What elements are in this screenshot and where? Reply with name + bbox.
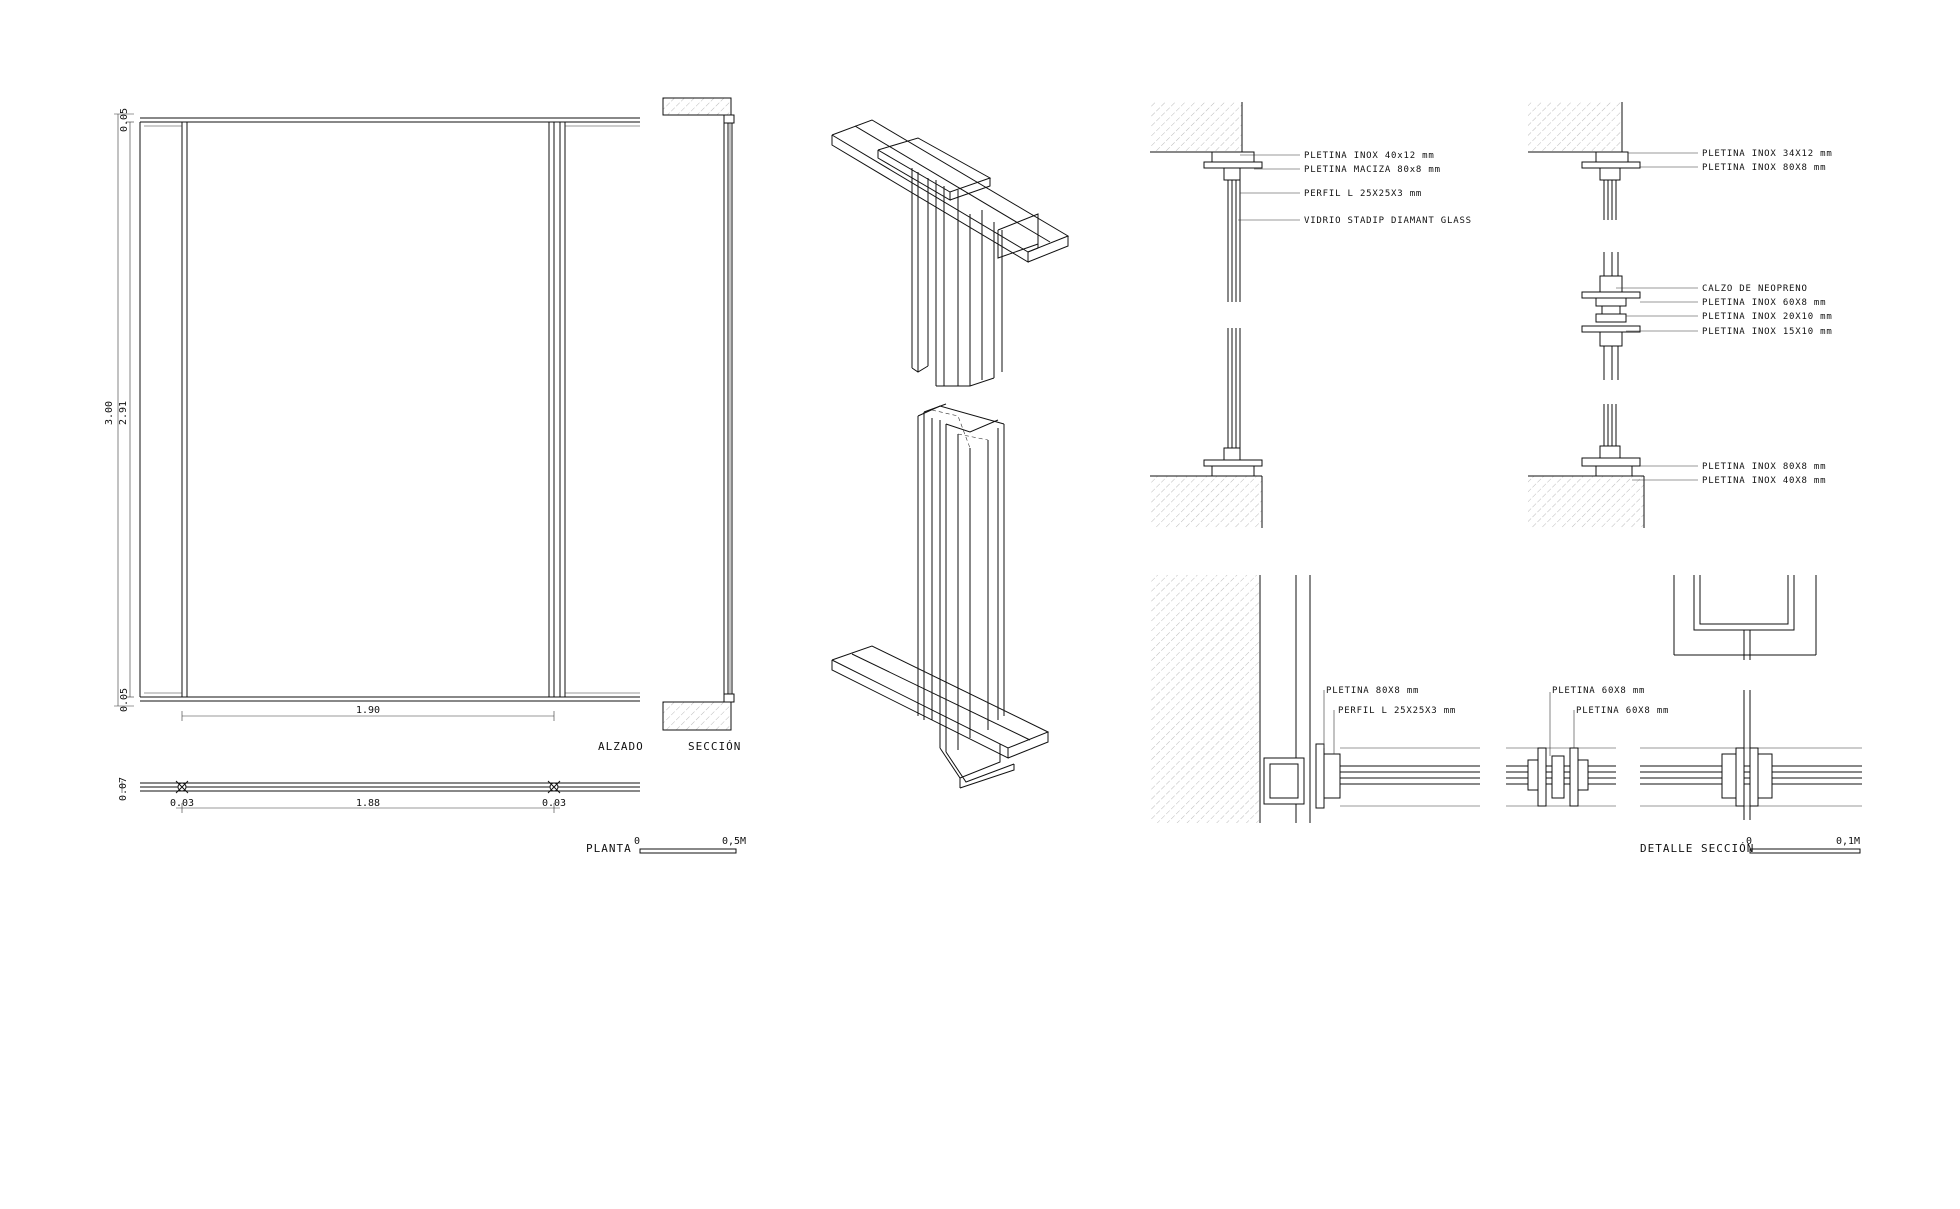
label-pletina-inox-40x8: PLETINA INOX 40X8 mm: [1702, 476, 1826, 486]
label-pletina-60x8-a: PLETINA 60X8 mm: [1552, 686, 1645, 696]
dim-inner-height: 2.91: [118, 401, 129, 425]
label-pletina-inox-15x10: PLETINA INOX 15X10 mm: [1702, 327, 1833, 337]
dim-total-height: 3.00: [104, 401, 115, 425]
label-calzo-neopreno: CALZO DE NEOPRENO: [1702, 284, 1808, 294]
dim-right: 0.03: [542, 798, 566, 809]
plan-scale-end: 0,5M: [722, 836, 746, 847]
detail-vertical-section-left: [1150, 102, 1300, 528]
section-title: SECCIÓN: [688, 740, 741, 753]
dim-depth: 0.07: [118, 777, 129, 801]
label-pletina-inox-80x8-top: PLETINA INOX 80X8 mm: [1702, 163, 1826, 173]
label-pletina-inox-80x8-bottom: PLETINA INOX 80X8 mm: [1702, 462, 1826, 472]
plan-drawing: [121, 780, 737, 854]
label-pletina-inox-40x12: PLETINA INOX 40x12 mm: [1304, 151, 1435, 161]
label-pletina-maciza-80x8: PLETINA MACIZA 80x8 mm: [1304, 165, 1441, 175]
label-pletina-inox-60x8: PLETINA INOX 60X8 mm: [1702, 298, 1826, 308]
dim-center: 1.88: [356, 798, 380, 809]
dim-left: 0.03: [170, 798, 194, 809]
label-pletina-inox-20x10: PLETINA INOX 20X10 mm: [1702, 312, 1833, 322]
detail-vertical-section-right: [1528, 102, 1698, 528]
dim-bottom: 0.05: [119, 688, 130, 712]
elevation-title: ALZADO: [598, 740, 644, 753]
detail-scale-start: 0: [1746, 836, 1752, 847]
label-pletina-80x8: PLETINA 80X8 mm: [1326, 686, 1419, 696]
dim-top: 0.05: [119, 108, 130, 132]
section-drawing: [662, 97, 735, 731]
elevation-drawing: [114, 113, 640, 721]
label-pletina-inox-34x12: PLETINA INOX 34X12 mm: [1702, 149, 1833, 159]
plan-scale-start: 0: [634, 836, 640, 847]
detail-horizontal-section: [1150, 575, 1862, 854]
dim-width: 1.90: [356, 705, 380, 716]
detail-scale-end: 0,1M: [1836, 836, 1860, 847]
label-vidrio: VIDRIO STADIP DIAMANT GLASS: [1304, 216, 1472, 226]
detail-section-title: DETALLE SECCIÓN: [1640, 842, 1754, 855]
label-perfil-l-plan: PERFIL L 25X25X3 mm: [1338, 706, 1456, 716]
axonometric-drawing: [831, 119, 1070, 789]
label-pletina-60x8-b: PLETINA 60X8 mm: [1576, 706, 1669, 716]
plan-title: PLANTA: [586, 842, 632, 855]
label-perfil-l: PERFIL L 25X25X3 mm: [1304, 189, 1422, 199]
